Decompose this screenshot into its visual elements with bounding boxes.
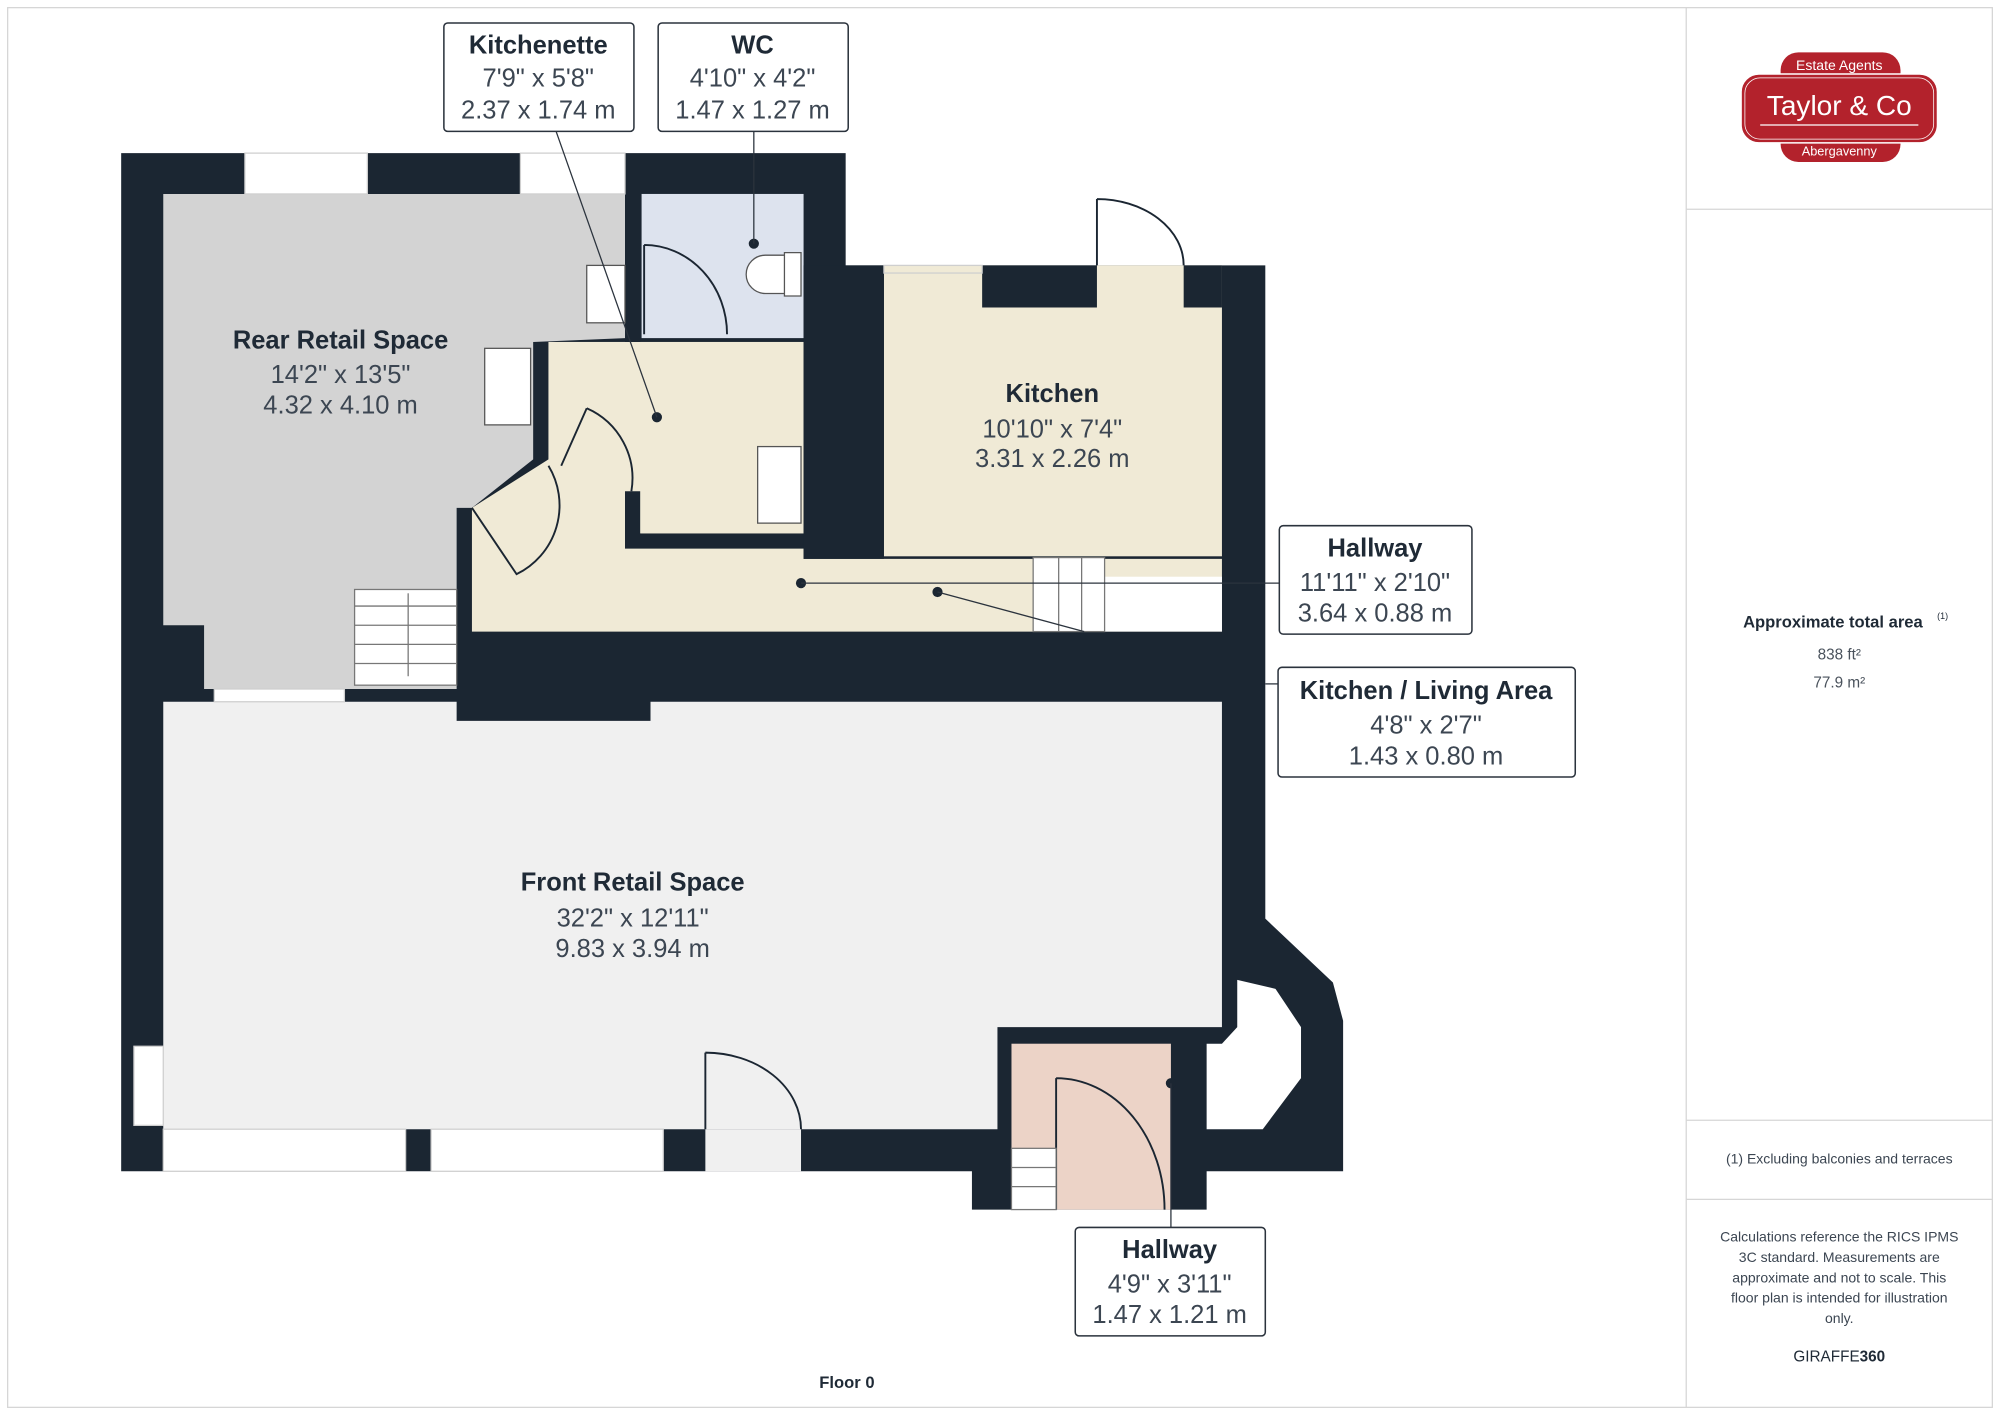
brand-b: 360 <box>1860 1348 1886 1365</box>
counter <box>757 445 802 524</box>
area-ft: 838 ft² <box>1818 647 1861 664</box>
callout-kitchenette: Kitchenette 7'9" x 5'8" 2.37 x 1.74 m <box>443 22 635 133</box>
callout-name: Hallway <box>1122 1236 1218 1264</box>
floor-label: Floor 0 <box>819 1373 874 1392</box>
info-panel: Estate Agents Taylor & Co Abergavenny Ap… <box>1685 7 1993 1408</box>
sink <box>484 347 532 426</box>
callout-hallway-front: Hallway 4'9" x 3'11" 1.47 x 1.21 m <box>1074 1226 1267 1337</box>
callout-imperial: 4'9" x 3'11" <box>1108 1271 1232 1299</box>
door-swing <box>471 465 561 576</box>
room-name: Kitchen <box>1006 380 1100 408</box>
wall-stub <box>803 265 884 559</box>
room-dimensions-imperial: 32'2" x 12'11" <box>557 904 709 932</box>
door-swing <box>560 407 634 492</box>
window <box>519 152 626 195</box>
room-dimensions-metric: 9.83 x 3.94 m <box>555 935 709 963</box>
callout-name: WC <box>731 32 773 60</box>
area-note-ref: (1) <box>1937 611 1948 621</box>
disclaimer-line: Calculations reference the RICS IPMS <box>1720 1228 1958 1244</box>
callout-wc: WC 4'10" x 4'2" 1.47 x 1.27 m <box>657 22 849 133</box>
window <box>883 264 983 274</box>
disclaimer-line: approximate and not to scale. This <box>1732 1269 1946 1285</box>
room-name: Front Retail Space <box>521 869 745 897</box>
callout-name: Hallway <box>1328 534 1424 562</box>
counter <box>586 264 626 324</box>
room-dimensions-metric: 4.32 x 4.10 m <box>263 391 417 419</box>
callout-imperial: 4'10" x 4'2" <box>690 65 816 93</box>
callout-metric: 2.37 x 1.74 m <box>461 97 615 125</box>
kitchen-back-wall2 <box>1183 265 1222 308</box>
window <box>430 1128 664 1172</box>
room-front-retail <box>163 701 1222 1130</box>
callout-hallway: Hallway 11'11" x 2'10" 3.64 x 0.88 m <box>1278 524 1473 635</box>
callout-metric: 1.47 x 1.27 m <box>675 97 829 125</box>
callout-name: Kitchenette <box>469 32 608 60</box>
callout-imperial: 4'8" x 2'7" <box>1370 712 1481 740</box>
floor-plan <box>121 131 1344 1228</box>
area-title: Approximate total area <box>1743 613 1923 632</box>
room-kitchenette-floor <box>548 341 625 549</box>
logo-taylor-co: Estate Agents Taylor & Co Abergavenny <box>1740 52 1939 163</box>
kitchen-back-wall <box>982 265 1097 308</box>
stairs <box>353 556 1106 1211</box>
brand-giraffe360: GIRAFFE360 <box>1793 1348 1885 1365</box>
logo-bottom: Abergavenny <box>1802 144 1878 159</box>
door-swing <box>643 244 728 335</box>
disclaimer-line: only. <box>1825 1310 1854 1326</box>
door-swing <box>704 1051 802 1130</box>
room-name: Rear Retail Space <box>233 326 448 354</box>
window <box>244 152 368 195</box>
bay-window-space <box>1206 979 1302 1130</box>
callout-metric: 3.64 x 0.88 m <box>1298 599 1452 627</box>
room-dimensions-metric: 3.31 x 2.26 m <box>975 445 1129 473</box>
room-rear-retail <box>163 193 625 689</box>
window <box>162 1128 407 1172</box>
area-m: 77.9 m² <box>1813 675 1865 692</box>
window <box>133 1045 164 1127</box>
disclaimer-line: floor plan is intended for illustration <box>1731 1290 1948 1306</box>
hallway-clear <box>1104 576 1222 632</box>
room-dimensions-imperial: 10'10" x 7'4" <box>982 416 1122 444</box>
room-dimensions-imperial: 14'2" x 13'5" <box>271 361 411 389</box>
doorway <box>705 1129 802 1172</box>
window <box>213 688 346 703</box>
logo-top: Estate Agents <box>1796 57 1882 73</box>
footnote: (1) Excluding balconies and terraces <box>1726 1151 1953 1167</box>
toilet <box>745 251 802 297</box>
logo-main: Taylor & Co <box>1767 90 1912 121</box>
brand-a: GIRAFFE <box>1793 1348 1859 1365</box>
callout-name: Kitchen / Living Area <box>1300 677 1553 705</box>
room-kitchen <box>883 265 1222 557</box>
callout-kitchen-living: Kitchen / Living Area 4'8" x 2'7" 1.43 x… <box>1277 666 1577 778</box>
callout-metric: 1.47 x 1.21 m <box>1092 1301 1246 1329</box>
disclaimer-line: 3C standard. Measurements are <box>1739 1249 1940 1265</box>
callout-imperial: 7'9" x 5'8" <box>483 65 594 93</box>
callout-imperial: 11'11" x 2'10" <box>1300 569 1450 597</box>
callout-metric: 1.43 x 0.80 m <box>1349 742 1503 770</box>
